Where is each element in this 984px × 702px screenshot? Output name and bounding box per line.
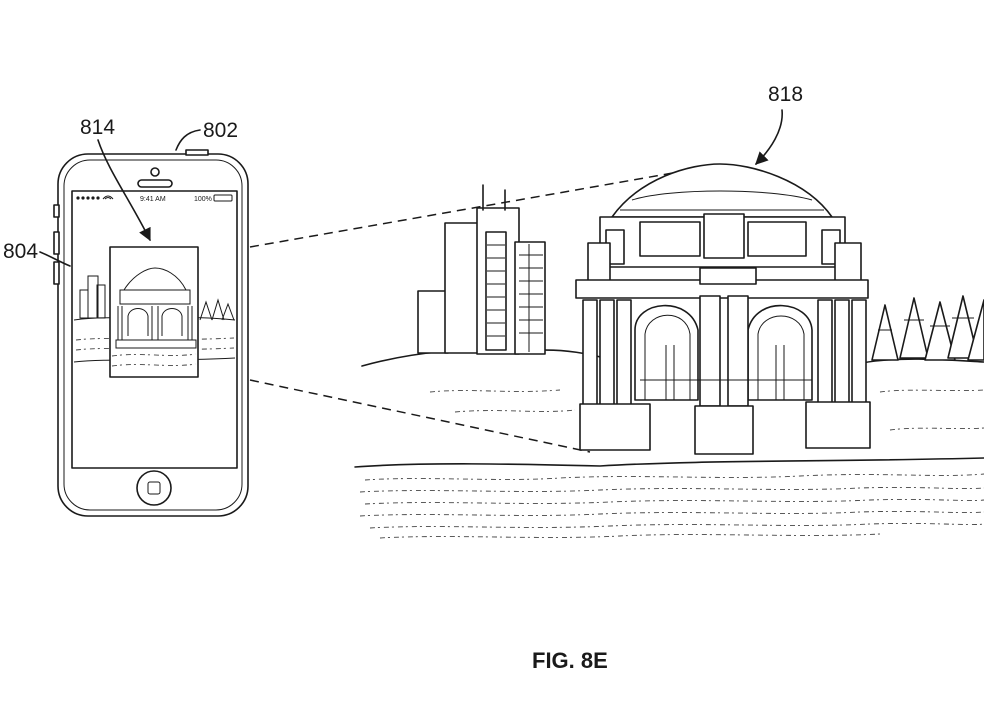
scene: [250, 164, 984, 538]
projection-line-lower: [250, 380, 590, 452]
front-camera-icon: [151, 168, 159, 176]
speaker-grille-icon: [138, 180, 172, 187]
ground-texture: [360, 474, 984, 538]
ref-label-814: 814: [80, 116, 115, 139]
city-buildings: [418, 185, 545, 354]
power-button: [186, 150, 208, 155]
status-time: 9:41 AM: [140, 196, 166, 203]
status-battery-percent: 100%: [194, 196, 212, 203]
ref-label-818: 818: [768, 83, 803, 106]
landmark-rotunda: [576, 164, 870, 454]
mobile-device: 9:41 AM 100%: [54, 150, 248, 516]
tree-line: [872, 296, 984, 360]
figure-caption: FIG. 8E: [532, 648, 608, 673]
home-button-icon: [137, 471, 171, 505]
volume-down-button: [54, 262, 59, 284]
preview-frame: [110, 247, 198, 377]
volume-up-button: [54, 232, 59, 254]
ground-line: [355, 458, 984, 467]
ref-label-802: 802: [203, 119, 238, 142]
leader-line-802: [176, 130, 200, 150]
leader-arrow-818: [756, 110, 782, 164]
mute-switch: [54, 205, 59, 217]
ref-label-804: 804: [3, 240, 38, 263]
